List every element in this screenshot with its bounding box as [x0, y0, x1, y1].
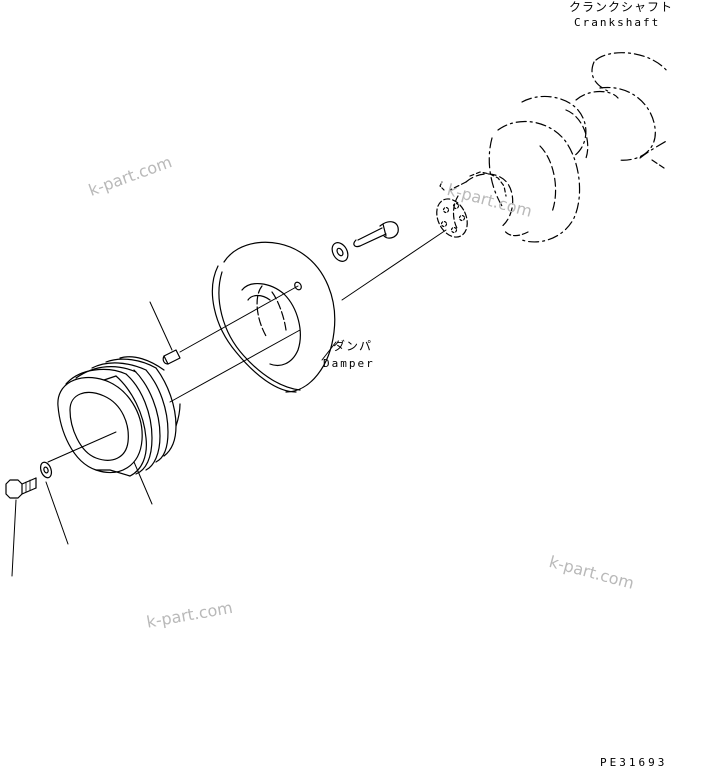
damper-label-jp: ダンパ: [333, 339, 373, 353]
crankshaft-label-en: Crankshaft: [574, 16, 661, 29]
assembly-lines: [47, 229, 447, 463]
pulley-washer: [39, 461, 53, 479]
damper-bolt: [353, 221, 399, 248]
drawing-code: PE31693: [600, 756, 668, 769]
dowel-pin: [162, 349, 181, 365]
damper-washer: [331, 242, 349, 262]
pulley-bolt: [5, 477, 37, 499]
crankshaft-label-jp: クランクシャフト: [569, 0, 674, 14]
crankshaft: [436, 52, 669, 243]
damper-label-en: Damper: [323, 357, 375, 370]
damper: [211, 241, 336, 393]
leader-lines: [11, 301, 337, 577]
pulley: [57, 356, 181, 477]
